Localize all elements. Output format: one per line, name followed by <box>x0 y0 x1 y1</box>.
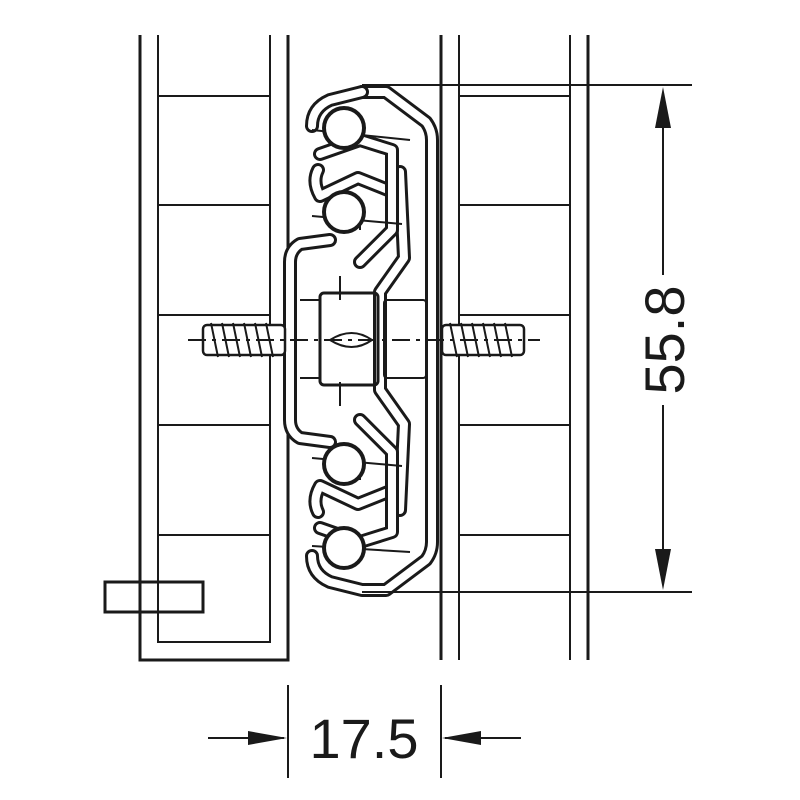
ball-bearing <box>322 190 366 234</box>
ball-bearing <box>322 442 366 486</box>
ball-bearing <box>322 526 366 570</box>
width-dimension: 17.5 <box>208 685 521 778</box>
height-dimension-label: 55.8 <box>633 286 696 395</box>
width-dimension-label: 17.5 <box>310 707 419 770</box>
slide-profile <box>283 85 439 597</box>
height-dimension: 55.8 <box>362 84 696 593</box>
ball-bearing <box>322 106 366 150</box>
